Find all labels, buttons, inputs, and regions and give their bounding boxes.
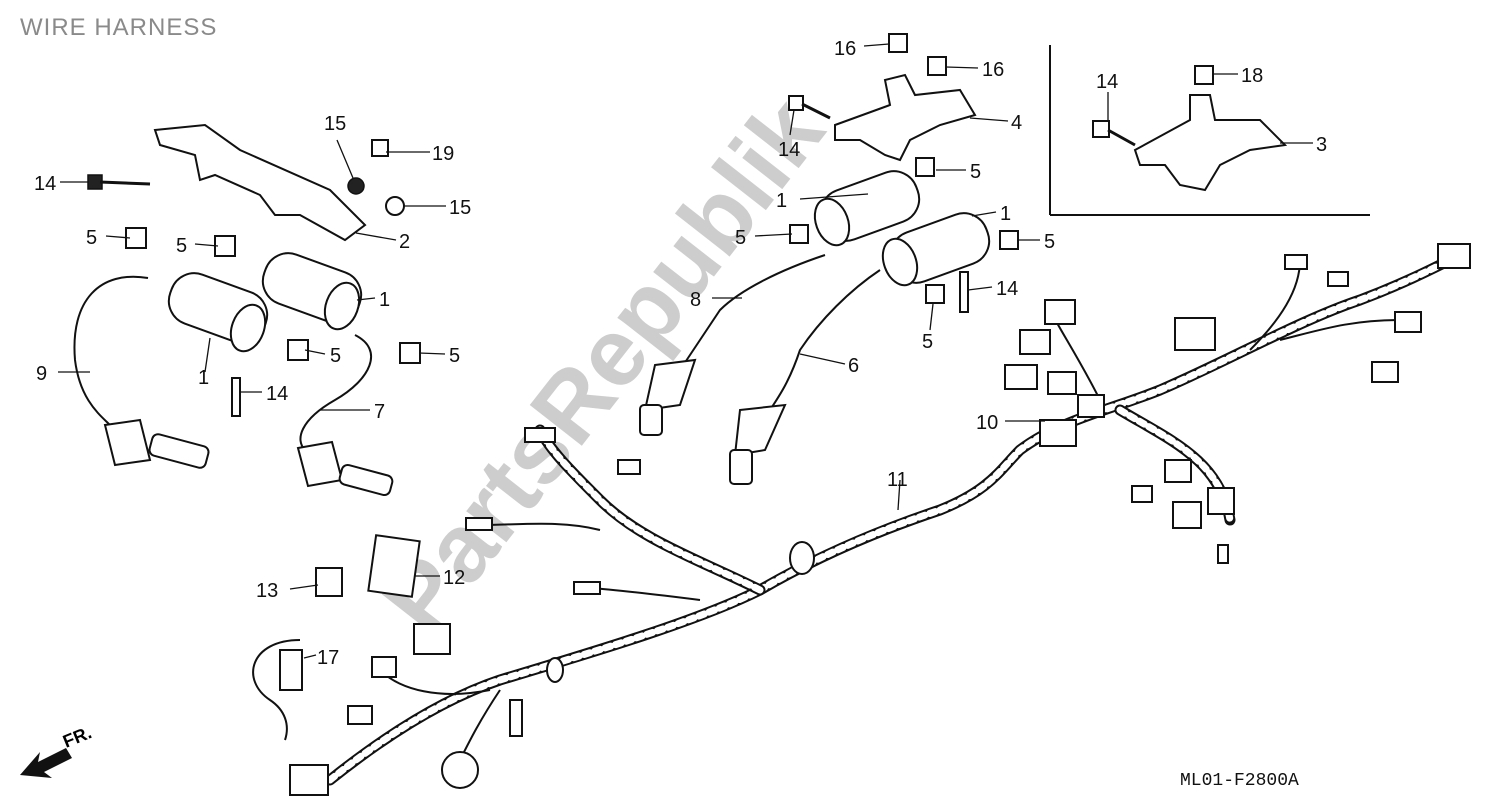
callout-5: 5 — [330, 345, 341, 367]
callout-1: 1 — [776, 190, 787, 212]
callout-14: 14 — [778, 139, 800, 161]
callout-labels: 1 1 1 1 2 3 4 5 5 5 5 5 5 5 5 6 7 8 9 10… — [34, 38, 1327, 669]
bracket-inset — [1133, 94, 1288, 192]
callout-5: 5 — [970, 161, 981, 183]
front-label: FR. — [60, 722, 94, 751]
callout-12: 12 — [443, 567, 465, 589]
ignition-coil-rear-left — [167, 272, 269, 353]
page-title: WIRE HARNESS — [20, 14, 218, 41]
high-tension-cords — [73, 254, 881, 497]
callout-9: 9 — [36, 363, 47, 385]
callout-5: 5 — [86, 227, 97, 249]
callout-5: 5 — [922, 331, 933, 353]
callout-4: 4 — [1011, 112, 1022, 134]
callout-5: 5 — [449, 345, 460, 367]
callout-19: 19 — [432, 143, 454, 165]
callout-8: 8 — [690, 289, 701, 311]
callout-5: 5 — [176, 235, 187, 257]
callout-5: 5 — [735, 227, 746, 249]
callout-15: 15 — [324, 113, 346, 135]
callout-11: 11 — [887, 469, 908, 491]
drawing-code: ML01-F2800A — [1180, 771, 1299, 791]
leader-lines — [58, 43, 1313, 659]
callout-3: 3 — [1316, 134, 1327, 156]
callout-1: 1 — [198, 367, 209, 389]
callout-16: 16 — [982, 59, 1004, 81]
callout-7: 7 — [374, 401, 385, 423]
callout-2: 2 — [399, 231, 410, 253]
callout-14: 14 — [996, 278, 1018, 300]
callout-13: 13 — [256, 580, 278, 602]
ignition-coil-front-lower — [881, 212, 991, 287]
harness-connectors — [289, 243, 1471, 796]
callout-15: 15 — [449, 197, 471, 219]
callout-14: 14 — [34, 173, 56, 195]
callout-6: 6 — [848, 355, 859, 377]
callout-14: 14 — [266, 383, 288, 405]
callout-10: 10 — [976, 412, 998, 434]
callout-5: 5 — [1044, 231, 1055, 253]
ignition-coil-front-upper — [813, 170, 921, 247]
bracket-rear-coil — [153, 123, 367, 242]
callout-16: 16 — [834, 38, 856, 60]
front-direction-indicator: FR. — [20, 722, 94, 778]
callout-14: 14 — [1096, 71, 1118, 93]
callout-1: 1 — [379, 289, 390, 311]
callout-18: 18 — [1241, 65, 1263, 87]
front-arrow-icon — [20, 748, 72, 778]
inset-divider — [1049, 45, 1370, 216]
ignition-coil-rear-right — [261, 252, 363, 331]
bracket-front-coil — [834, 73, 977, 162]
callout-1: 1 — [1000, 203, 1011, 225]
callout-17: 17 — [317, 647, 339, 669]
